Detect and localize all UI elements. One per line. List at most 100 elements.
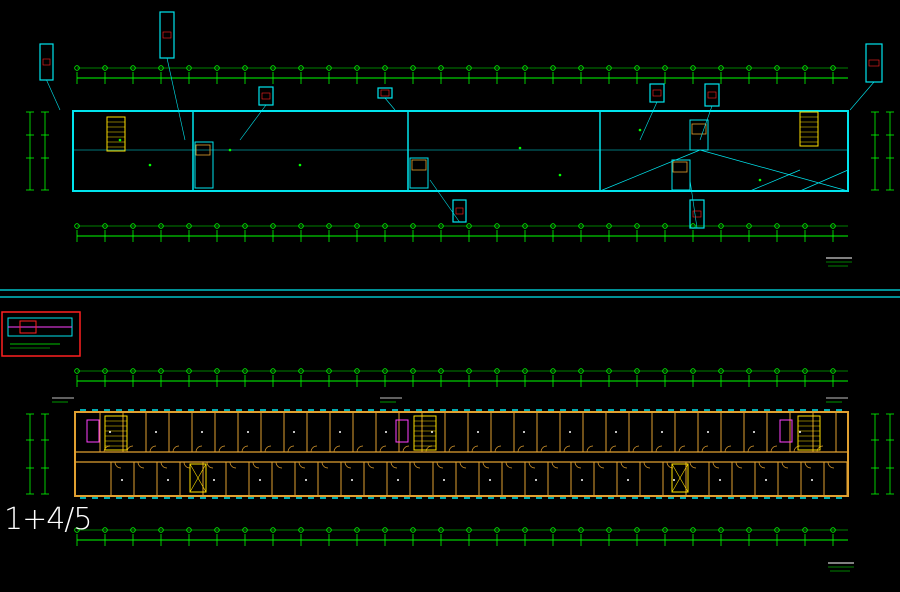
callout-mark xyxy=(261,92,271,100)
door-arc xyxy=(620,461,628,469)
equipment-box xyxy=(691,123,707,135)
roof-slope-line xyxy=(799,169,849,192)
shaft-box xyxy=(671,159,691,191)
door-arc xyxy=(402,445,410,453)
equipment-box xyxy=(672,161,688,173)
room-label-dot xyxy=(627,479,629,481)
callout-mark xyxy=(380,89,390,97)
annotation-dot xyxy=(518,146,522,150)
callout-mark xyxy=(652,89,662,97)
door-arc xyxy=(287,445,295,453)
room-label-dot xyxy=(351,479,353,481)
room-label-dot xyxy=(247,431,249,433)
room-label-dot xyxy=(121,479,123,481)
room-label-dot xyxy=(673,479,675,481)
shaft-box xyxy=(409,157,429,189)
room-label-dot xyxy=(305,479,307,481)
callout-mark xyxy=(162,31,172,39)
door-arc xyxy=(195,445,203,453)
door-arc xyxy=(793,445,801,453)
elevator-box xyxy=(671,463,689,493)
room-label-dot xyxy=(707,431,709,433)
room-label-dot xyxy=(293,431,295,433)
shaft-box xyxy=(194,141,214,189)
room-label-dot xyxy=(431,431,433,433)
callout-mark xyxy=(868,59,880,67)
door-arc xyxy=(298,461,306,469)
door-arc xyxy=(160,461,168,469)
door-arc xyxy=(632,445,640,453)
door-arc xyxy=(816,445,824,453)
roof-slope-line xyxy=(699,149,849,192)
callout-leader xyxy=(429,179,460,223)
door-arc xyxy=(206,461,214,469)
door-arc xyxy=(183,461,191,469)
door-arc xyxy=(758,461,766,469)
room-label-dot xyxy=(155,431,157,433)
annotation-dot xyxy=(558,173,562,177)
room-label-dot xyxy=(811,479,813,481)
callout-mark xyxy=(707,91,717,99)
door-arc xyxy=(528,461,536,469)
door-arc xyxy=(344,461,352,469)
door-arc xyxy=(229,461,237,469)
roof-plan-upper xyxy=(26,11,894,242)
door-arc xyxy=(459,461,467,469)
door-arc xyxy=(551,461,559,469)
door-arc xyxy=(666,461,674,469)
door-arc xyxy=(218,445,226,453)
door-arc xyxy=(540,445,548,453)
door-arc xyxy=(321,461,329,469)
room-label-dot xyxy=(569,431,571,433)
door-arc xyxy=(379,445,387,453)
key-plan-frame xyxy=(1,311,81,357)
callout-box xyxy=(377,87,393,99)
callout-box xyxy=(704,83,720,107)
door-arc xyxy=(275,461,283,469)
door-arc xyxy=(517,445,525,453)
door-arc xyxy=(482,461,490,469)
room-label-dot xyxy=(615,431,617,433)
equipment-box xyxy=(195,144,211,156)
room-label-dot xyxy=(397,479,399,481)
door-arc xyxy=(701,445,709,453)
room-label-dot xyxy=(581,479,583,481)
callout-leader xyxy=(166,57,186,141)
door-arc xyxy=(436,461,444,469)
door-arc xyxy=(827,461,835,469)
door-arc xyxy=(425,445,433,453)
door-arc xyxy=(643,461,651,469)
annotation-dot xyxy=(298,163,302,167)
door-arc xyxy=(413,461,421,469)
room-label-dot xyxy=(201,431,203,433)
callout-box xyxy=(39,43,54,81)
door-arc xyxy=(310,445,318,453)
equipment-box xyxy=(411,159,427,171)
elevator-cross xyxy=(671,463,689,493)
callout-leader xyxy=(849,81,875,111)
room-label-dot xyxy=(339,431,341,433)
door-arc xyxy=(505,461,513,469)
room-label-dot xyxy=(799,431,801,433)
roof-outline xyxy=(72,110,849,192)
room-label-dot xyxy=(443,479,445,481)
annotation-dot xyxy=(148,163,152,167)
door-arc xyxy=(655,445,663,453)
callout-leader xyxy=(639,101,658,141)
door-arc xyxy=(126,445,134,453)
door-arc xyxy=(724,445,732,453)
annotation-dot xyxy=(758,178,762,182)
callout-mark xyxy=(42,58,51,66)
annotation-dot xyxy=(638,128,642,132)
elevator-box xyxy=(189,463,207,493)
callout-leader xyxy=(699,105,713,141)
stair-block xyxy=(413,415,437,451)
callout-box xyxy=(865,43,883,83)
door-arc xyxy=(563,445,571,453)
roof-slope-line xyxy=(749,169,801,192)
callout-box xyxy=(452,199,467,223)
door-arc xyxy=(172,445,180,453)
door-arc xyxy=(735,461,743,469)
door-arc xyxy=(149,445,157,453)
